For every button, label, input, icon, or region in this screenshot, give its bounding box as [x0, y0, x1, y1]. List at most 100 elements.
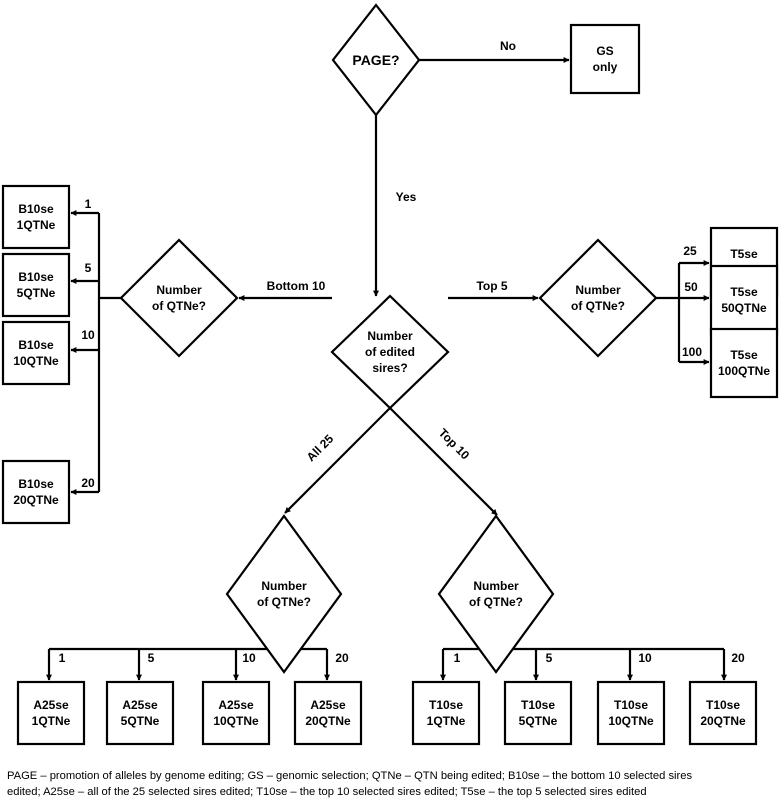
t5-50-box: T5se 50QTNe — [709, 264, 779, 336]
b10-20-line-1: B10se — [18, 477, 54, 491]
qtn-right-line-1: Number — [575, 283, 621, 297]
b10-10-line-1: B10se — [18, 338, 54, 352]
edge-label-a25-20: 20 — [335, 651, 349, 665]
outcome-rect — [596, 680, 666, 746]
caption-line-2: edited; A25se – all of the 25 selected s… — [7, 786, 647, 798]
b10-1-box: B10se 1QTNe — [1, 184, 71, 250]
qtn-t10-line-2: of QTNe? — [469, 595, 523, 609]
qtn-left-line-2: of QTNe? — [152, 299, 206, 313]
b10-20-line-2: 20QTNe — [13, 493, 59, 507]
edge-label-left-10: 10 — [81, 328, 95, 342]
decision-diamond — [538, 238, 658, 358]
t10-10-line-1: T10se — [614, 698, 648, 712]
edge-label-left-1: 1 — [85, 197, 92, 211]
edge-label-t10-1: 1 — [454, 651, 461, 665]
edge-label-top10: Top 10 — [436, 426, 473, 463]
a25-5-line-1: A25se — [122, 698, 158, 712]
b10-1-line-2: 1QTNe — [17, 218, 56, 232]
outcome-rect — [1, 320, 71, 386]
edge-label-t10-5: 5 — [546, 651, 553, 665]
t5-100-line-1: T5se — [730, 348, 758, 362]
figure-caption: PAGE – promotion of alleles by genome ed… — [7, 768, 777, 800]
qtn-left-line-1: Number — [156, 283, 202, 297]
qtn-t10-line-1: Number — [473, 579, 519, 593]
decision-diamond — [331, 3, 421, 117]
t10-1-box: T10se 1QTNe — [411, 680, 481, 746]
page-q-line-1: PAGE? — [352, 52, 399, 68]
t10-5-line-1: T10se — [521, 698, 555, 712]
b10-5-line-1: B10se — [18, 270, 54, 284]
b10-20-box: B10se 20QTNe — [1, 459, 71, 525]
edited-q-line-2: of edited — [365, 345, 415, 359]
edited-q-line-3: sires? — [372, 361, 407, 375]
qtn-t10-decision: Number of QTNe? — [437, 514, 555, 674]
edge-top-10 — [389, 407, 498, 516]
outcome-rect — [1, 252, 71, 318]
b10-10-line-2: 10QTNe — [13, 354, 59, 368]
edge-label-a25-10: 10 — [242, 651, 256, 665]
outcome-rect — [1, 459, 71, 525]
decision-diamond — [437, 514, 555, 674]
a25-10-line-2: 10QTNe — [213, 714, 259, 728]
a25-10-line-1: A25se — [218, 698, 254, 712]
page-q-decision: PAGE? — [331, 3, 421, 117]
t5-50-line-1: T5se — [730, 285, 758, 299]
edges — [46, 57, 727, 681]
a25-10-box: A25se 10QTNe — [201, 680, 271, 746]
outcome-rect — [709, 264, 779, 336]
edited-q-line-1: Number — [367, 329, 413, 343]
edge-label-left-5: 5 — [85, 261, 92, 275]
b10-10-box: B10se 10QTNe — [1, 320, 71, 386]
outcome-rect — [688, 680, 758, 746]
edge-label-yes: Yes — [396, 190, 417, 204]
gs-only-line-1: GS — [596, 44, 613, 58]
edge-label-left-20: 20 — [81, 476, 95, 490]
decision-diamond — [330, 294, 450, 410]
edge-label-right-25: 25 — [683, 244, 697, 258]
outcome-rect — [569, 23, 641, 95]
outcome-rect — [293, 680, 363, 746]
t10-10-line-2: 10QTNe — [608, 714, 654, 728]
edge-label-a25-5: 5 — [148, 651, 155, 665]
decision-diamond — [119, 238, 239, 358]
outcome-rect — [201, 680, 271, 746]
outcome-rect — [1, 184, 71, 250]
outcome-rect — [709, 327, 779, 399]
t10-1-line-2: 1QTNe — [427, 714, 466, 728]
a25-1-line-2: 1QTNe — [32, 714, 71, 728]
caption-line-1: PAGE – promotion of alleles by genome ed… — [7, 770, 693, 782]
b10-1-line-1: B10se — [18, 202, 54, 216]
t10-5-box: T10se 5QTNe — [503, 680, 573, 746]
edge-label-no: No — [500, 39, 516, 53]
edge-label-t10-10: 10 — [638, 651, 652, 665]
edge-label-right-50: 50 — [684, 280, 698, 294]
edge-label-all25: All 25 — [304, 432, 337, 465]
edited-q-decision: Number of edited sires? — [330, 294, 450, 410]
t5-100-line-2: 100QTNe — [718, 364, 770, 378]
outcome-rect — [105, 680, 175, 746]
t5-25-line-1: T5se — [730, 247, 758, 261]
edge-all-25 — [284, 407, 391, 514]
decision-diamond — [225, 514, 343, 674]
outcome-rect — [16, 680, 86, 746]
outcome-rect — [503, 680, 573, 746]
t5-100-box: T5se 100QTNe — [709, 327, 779, 399]
b10-5-box: B10se 5QTNe — [1, 252, 71, 318]
a25-20-line-2: 20QTNe — [305, 714, 351, 728]
t10-10-box: T10se 10QTNe — [596, 680, 666, 746]
outcome-rect — [411, 680, 481, 746]
t10-5-line-2: 5QTNe — [519, 714, 558, 728]
t10-1-line-1: T10se — [429, 698, 463, 712]
edge-label-right-100: 100 — [682, 345, 702, 359]
t5-50-line-2: 50QTNe — [721, 301, 767, 315]
b10-5-line-2: 5QTNe — [17, 286, 56, 300]
t10-20-line-2: 20QTNe — [700, 714, 746, 728]
qtn-a25-line-1: Number — [261, 579, 307, 593]
